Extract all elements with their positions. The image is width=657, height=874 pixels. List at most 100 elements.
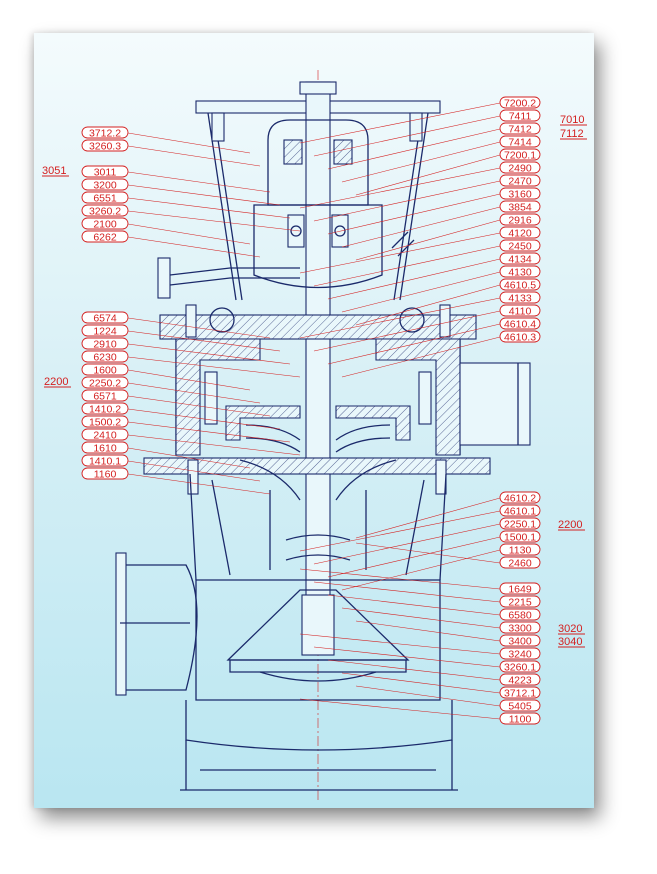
part-number: 4610.3 xyxy=(504,332,536,344)
part-number: 3240 xyxy=(508,649,532,661)
part-label: 4610.3 xyxy=(499,330,541,344)
leader-line xyxy=(313,523,501,565)
pump-shaft xyxy=(305,81,331,643)
part-label: 4130 xyxy=(499,265,541,279)
part-number: 7412 xyxy=(508,124,532,136)
part-number: 7200.2 xyxy=(504,98,536,110)
leader-line xyxy=(299,698,501,720)
bottom-tank xyxy=(180,700,458,791)
part-number: 2250.1 xyxy=(504,519,536,531)
part-label: 7200.1 xyxy=(499,148,541,162)
part-label: 1500.1 xyxy=(499,530,541,544)
leader-line xyxy=(299,297,501,339)
leader-line xyxy=(355,284,501,326)
shaft-coupling xyxy=(299,81,337,95)
leader-line xyxy=(299,167,501,209)
discharge-head xyxy=(159,304,531,456)
part-number: 6551 xyxy=(93,193,117,205)
part-number: 4133 xyxy=(508,293,532,305)
part-number: 2100 xyxy=(93,219,117,231)
part-number: 1100 xyxy=(509,714,532,726)
part-label: 4610.1 xyxy=(499,504,541,518)
part-label: 3260.3 xyxy=(81,139,129,153)
part-number: 4223 xyxy=(508,675,532,687)
part-number: 3260.2 xyxy=(89,206,121,218)
part-number: 3712.2 xyxy=(89,128,121,140)
leader-line xyxy=(127,330,281,352)
part-number: 1410.1 xyxy=(89,456,121,468)
leader-line xyxy=(127,184,281,206)
part-label: 2450 xyxy=(499,239,541,253)
assembly-group-number: 3020 xyxy=(558,623,582,635)
part-number: 2490 xyxy=(508,163,532,175)
leader-line xyxy=(341,141,501,183)
part-number: 2470 xyxy=(508,176,532,188)
part-number: 6574 xyxy=(93,313,117,325)
part-label: 2470 xyxy=(499,174,541,188)
leader-line xyxy=(127,236,261,258)
part-label: 4133 xyxy=(499,291,541,305)
part-number: 3011 xyxy=(94,167,117,179)
part-label: 6571 xyxy=(81,389,129,403)
part-number: 3712.1 xyxy=(504,688,536,700)
part-label: 6551 xyxy=(81,191,129,205)
leader-line xyxy=(327,128,501,170)
part-label: 2490 xyxy=(499,161,541,175)
leader-line xyxy=(355,219,501,261)
part-number: 3854 xyxy=(508,202,532,214)
part-label: 6230 xyxy=(81,350,129,364)
part-label: 5405 xyxy=(499,699,541,713)
leader-line xyxy=(299,633,501,655)
part-number: 2250.2 xyxy=(89,378,121,390)
leader-line xyxy=(299,510,501,552)
part-label: 3712.1 xyxy=(499,686,541,700)
part-number: 4610.1 xyxy=(504,506,536,518)
leader-line xyxy=(127,395,271,417)
leader-line xyxy=(127,434,301,456)
leader-line xyxy=(327,594,501,616)
upper-bearing-housing xyxy=(253,119,383,289)
leader-line xyxy=(127,210,301,232)
assembly-group-number: 3040 xyxy=(558,636,582,648)
part-label: 3160 xyxy=(499,187,541,201)
leader-line xyxy=(355,497,501,539)
part-number: 3260.3 xyxy=(89,141,121,153)
leader-line xyxy=(299,102,501,144)
part-number: 1410.2 xyxy=(89,404,121,416)
leader-line xyxy=(127,473,271,495)
part-label: 4223 xyxy=(499,673,541,687)
leader-line xyxy=(127,460,261,482)
leader-line xyxy=(127,171,271,193)
leader-line xyxy=(341,672,501,694)
part-labels-left: 3712.23260.33011320065513260.22100626265… xyxy=(81,126,129,481)
part-number: 4610.4 xyxy=(504,319,536,331)
leader-line xyxy=(313,245,501,287)
leader-line xyxy=(127,447,251,469)
part-label: 7412 xyxy=(499,122,541,136)
part-label: 1649 xyxy=(499,582,541,596)
leader-line xyxy=(127,421,291,443)
part-number: 1610 xyxy=(93,443,117,455)
part-number: 4130 xyxy=(508,267,532,279)
leader-line xyxy=(127,356,301,378)
part-label: 1610 xyxy=(81,441,129,455)
part-label: 4610.2 xyxy=(499,491,541,505)
part-number: 6230 xyxy=(93,352,117,364)
part-number: 2410 xyxy=(93,430,117,442)
part-labels-right: 7200.27411741274147200.12490247031603854… xyxy=(499,96,541,726)
leader-line xyxy=(127,317,271,339)
leader-line xyxy=(127,408,281,430)
part-number: 1130 xyxy=(509,545,532,557)
part-number: 6571 xyxy=(93,391,117,403)
part-label: 7411 xyxy=(499,109,541,123)
part-number: 3260.1 xyxy=(504,662,536,674)
part-label: 2250.2 xyxy=(81,376,129,390)
leader-line xyxy=(341,206,501,248)
part-number: 4134 xyxy=(508,254,532,266)
part-label: 3300 xyxy=(499,621,541,635)
part-number: 4110 xyxy=(509,306,532,318)
oil-pipe xyxy=(157,231,415,299)
part-label: 3260.1 xyxy=(499,660,541,674)
